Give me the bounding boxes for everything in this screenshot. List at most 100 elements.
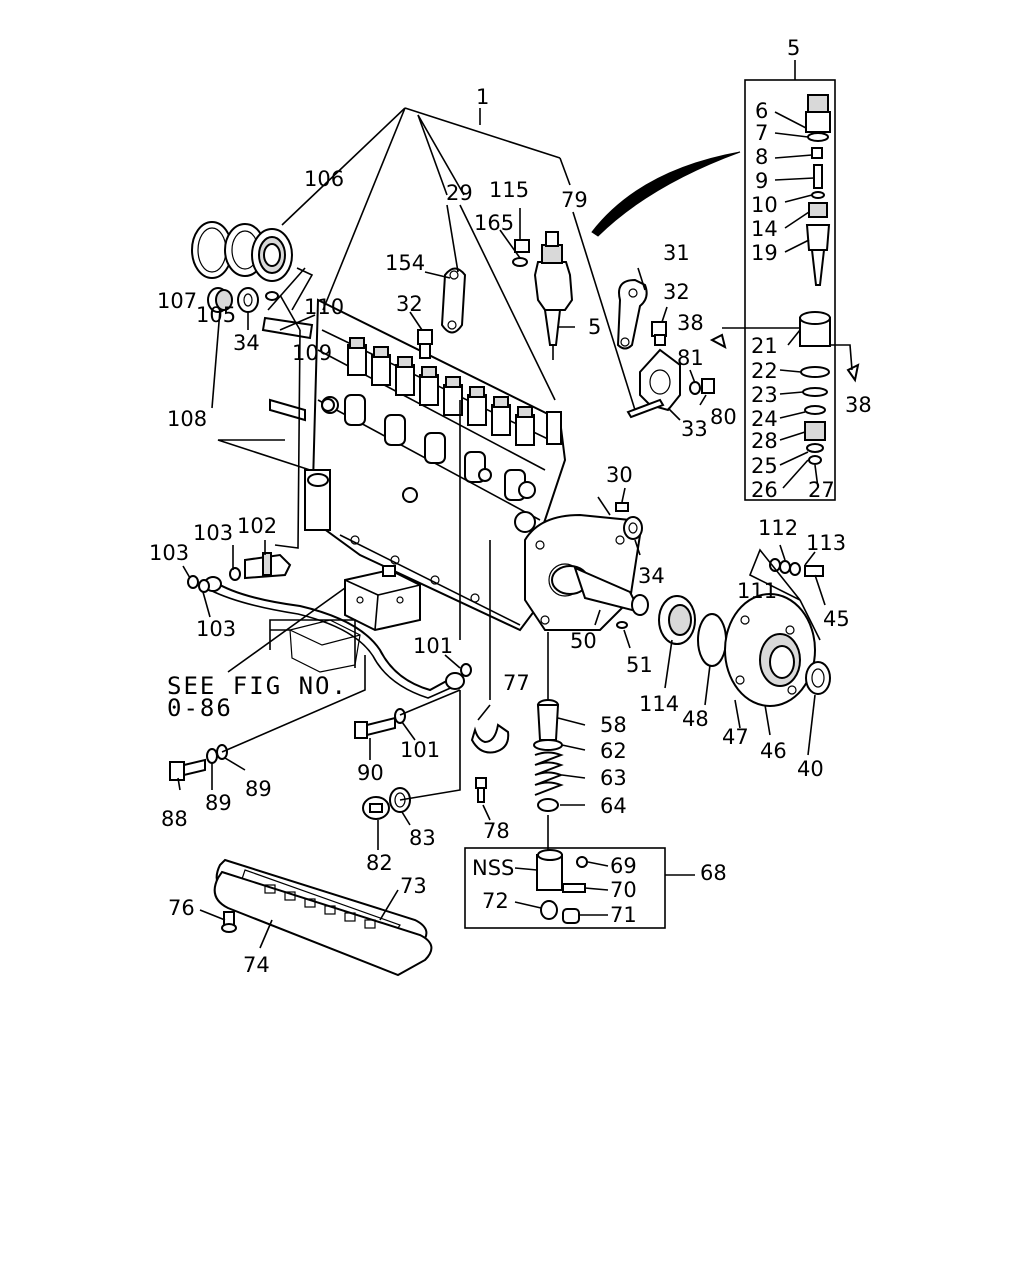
tappet-nss — [536, 849, 563, 891]
label-38-right: 38 — [845, 393, 872, 417]
label-33: 33 — [681, 417, 708, 441]
bearing-114 — [658, 595, 696, 645]
washer-81 — [689, 381, 701, 395]
valve-holder — [419, 366, 439, 406]
label-90: 90 — [357, 761, 384, 785]
label-80: 80 — [710, 405, 737, 429]
label-48: 48 — [682, 707, 709, 731]
valve-holder — [443, 376, 463, 416]
inset-box-5 — [709, 79, 860, 501]
label-78: 78 — [483, 819, 510, 843]
assembly-arrow — [591, 151, 741, 237]
screw-76 — [221, 911, 237, 933]
label-62: 62 — [600, 739, 627, 763]
label-112: 112 — [758, 516, 798, 540]
coupling-46 — [724, 593, 816, 707]
label-81: 81 — [677, 346, 704, 370]
label-46: 46 — [760, 739, 787, 763]
delivery-valve-assembly-5 — [533, 231, 574, 360]
label-26: 26 — [751, 478, 778, 502]
kit-68-box — [464, 847, 666, 929]
bracket-33 — [639, 348, 681, 412]
label-88: 88 — [161, 807, 188, 831]
label-21: 21 — [751, 334, 778, 358]
label-111: 111 — [737, 579, 777, 603]
yoke-77 — [470, 723, 510, 754]
label-154: 154 — [385, 251, 425, 275]
part-labels: 1 5 5 6 7 8 9 10 14 19 21 22 23 24 28 25… — [149, 36, 872, 977]
label-1: 1 — [476, 85, 489, 109]
label-27: 27 — [808, 478, 835, 502]
label-110: 110 — [304, 295, 344, 319]
label-108: 108 — [167, 407, 207, 431]
label-103-c: 103 — [196, 617, 236, 641]
o-ring-48 — [697, 613, 727, 667]
label-101-upper: 101 — [413, 634, 453, 658]
label-24: 24 — [751, 407, 778, 431]
pin-110 — [265, 291, 279, 301]
label-103-a: 103 — [193, 521, 233, 545]
plate-74 — [213, 870, 433, 977]
valve-holder — [371, 346, 391, 386]
valve-holder — [347, 337, 367, 376]
label-63: 63 — [600, 766, 627, 790]
label-47: 47 — [722, 725, 749, 749]
label-45: 45 — [823, 607, 850, 631]
bolt-78 — [475, 777, 487, 803]
camshaft — [551, 565, 649, 616]
label-73: 73 — [400, 874, 427, 898]
label-64: 64 — [600, 794, 627, 818]
stud-79 — [626, 398, 665, 419]
label-74: 74 — [243, 953, 270, 977]
spring-63 — [534, 751, 564, 796]
label-nss: NSS — [472, 856, 514, 880]
link-31 — [616, 278, 648, 350]
washer-165 — [512, 257, 528, 267]
label-32-left: 32 — [396, 292, 423, 316]
washer-101-upper — [460, 663, 472, 677]
roller-pin-71 — [562, 908, 580, 924]
bolt-32-right — [651, 321, 667, 346]
label-106: 106 — [304, 167, 344, 191]
seal-40 — [805, 661, 831, 695]
label-34-right: 34 — [638, 564, 665, 588]
screw-70 — [562, 883, 586, 893]
valve-holder — [491, 396, 511, 436]
label-58: 58 — [600, 713, 627, 737]
valve-holder — [467, 386, 487, 426]
label-76: 76 — [168, 896, 195, 920]
bolt-88 — [169, 758, 206, 781]
label-165: 165 — [474, 211, 514, 235]
label-102: 102 — [237, 514, 277, 538]
link-154 — [440, 267, 467, 334]
label-10: 10 — [751, 193, 778, 217]
roller-72 — [540, 900, 558, 920]
label-51: 51 — [626, 653, 653, 677]
nut-115 — [514, 239, 530, 253]
washer-101-lower — [394, 708, 406, 724]
fuel-pipe-assembly — [204, 576, 465, 699]
label-32-right: 32 — [663, 280, 690, 304]
label-28: 28 — [751, 429, 778, 453]
bearing-105 — [251, 228, 293, 282]
label-77: 77 — [503, 671, 530, 695]
screw-30 — [615, 502, 629, 512]
label-79: 79 — [561, 188, 588, 212]
plate-109 — [261, 316, 314, 340]
connector-102 — [244, 552, 292, 580]
label-14: 14 — [751, 217, 778, 241]
label-50: 50 — [570, 629, 597, 653]
label-72: 72 — [482, 889, 509, 913]
label-114: 114 — [639, 692, 679, 716]
key-51 — [616, 621, 628, 629]
bushing-34-left — [237, 287, 259, 313]
delivery-valve-holders — [347, 337, 562, 446]
see-fig-line2: 0-86 — [167, 694, 233, 722]
see-figure-note: SEE FIG NO. 0-86 — [167, 672, 346, 722]
label-38-left: 38 — [677, 311, 704, 335]
label-89-b: 89 — [245, 777, 272, 801]
washer-103-c — [198, 579, 210, 593]
label-113: 113 — [806, 531, 846, 555]
leader-lines — [177, 60, 853, 949]
bolt-32-left — [417, 329, 433, 359]
